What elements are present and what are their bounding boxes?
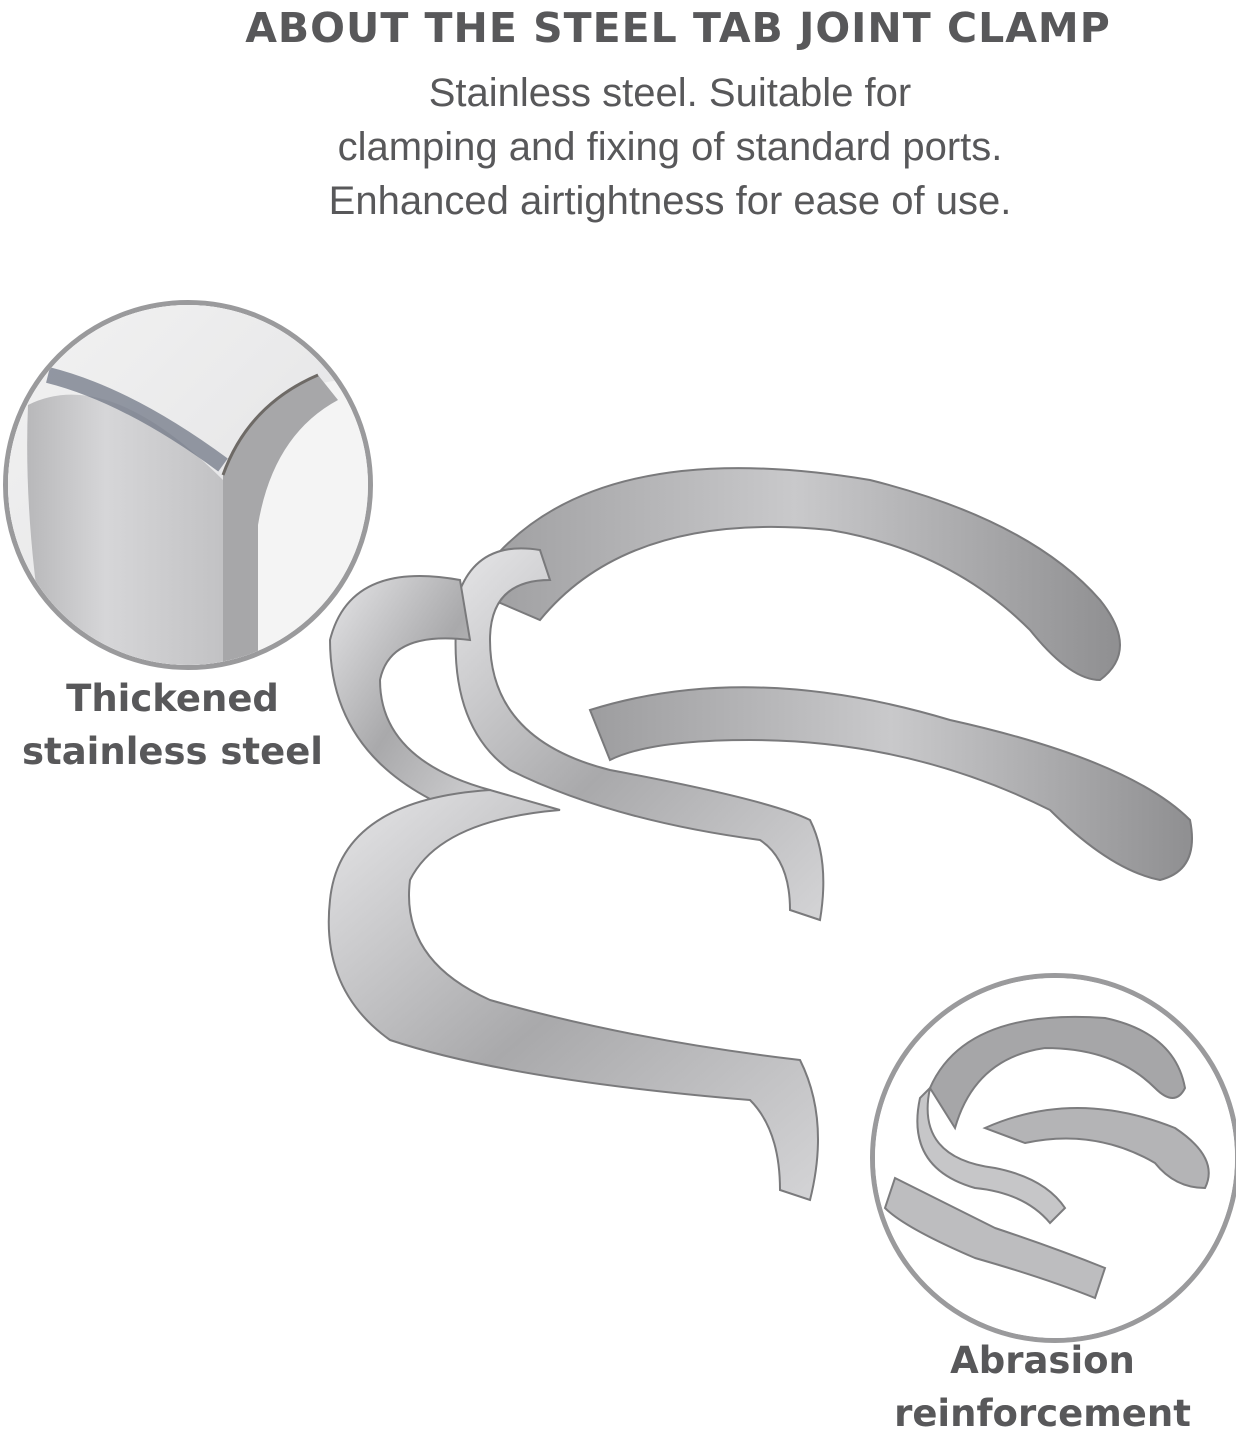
- description-line: Stainless steel. Suitable for: [428, 71, 912, 115]
- description: Stainless steel. Suitable for clamping a…: [230, 66, 1110, 228]
- description-line: clamping and fixing of standard ports.: [337, 125, 1003, 169]
- abrasion-closeup-image: [870, 973, 1236, 1343]
- label-line: stainless steel: [22, 730, 323, 773]
- page-title: ABOUT THE STEEL TAB JOINT CLAMP: [245, 4, 1111, 52]
- clamp-product-image: [327, 467, 1193, 1202]
- label-line: reinforcement: [894, 1392, 1191, 1435]
- steel-closeup-icon: [8, 305, 368, 665]
- label-line: Abrasion: [950, 1339, 1135, 1382]
- abrasion-reinforcement-label: Abrasion reinforcement: [870, 1334, 1215, 1440]
- thickened-steel-label: Thickened stainless steel: [0, 672, 345, 778]
- clamp-closeup-icon: [875, 978, 1235, 1338]
- thickened-steel-closeup-image: [3, 300, 373, 670]
- label-line: Thickened: [66, 677, 279, 720]
- description-line: Enhanced airtightness for ease of use.: [328, 179, 1012, 223]
